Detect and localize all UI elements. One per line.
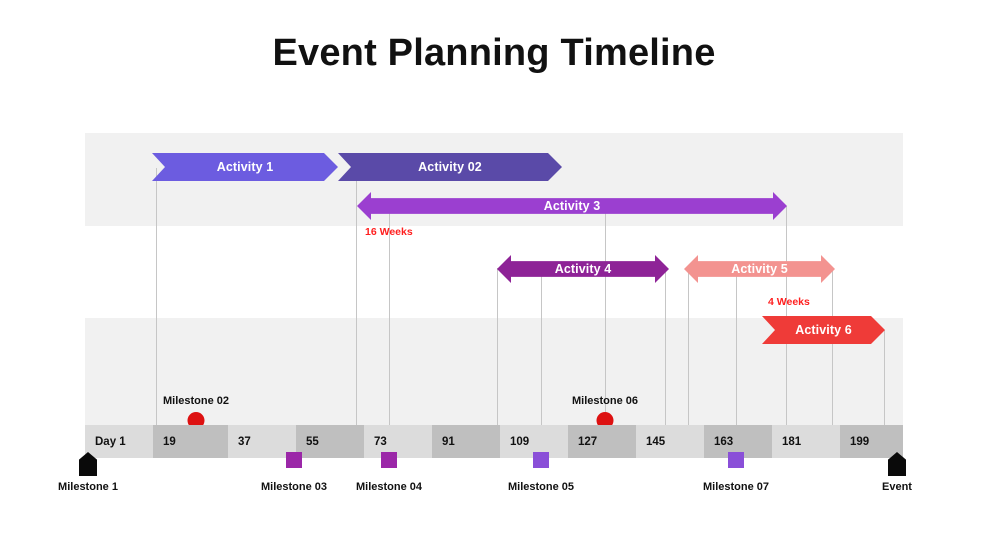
axis-tick-cell: 37 xyxy=(228,425,296,458)
connector-line xyxy=(541,268,542,428)
axis-tick-cell: 55 xyxy=(296,425,364,458)
duration-label: 16 Weeks xyxy=(365,226,413,238)
connector-line xyxy=(156,168,157,428)
milestone-square-icon[interactable] xyxy=(728,452,744,468)
connector-line xyxy=(736,268,737,428)
milestone-label: Milestone 02 xyxy=(162,395,230,407)
activity-bar[interactable]: Activity 4 xyxy=(497,255,669,283)
connector-line xyxy=(605,206,606,428)
milestone-label: Milestone 06 xyxy=(571,395,639,407)
activity-bar[interactable]: Activity 5 xyxy=(684,255,835,283)
milestone-circle-icon[interactable] xyxy=(596,412,614,429)
milestone-label: Milestone 1 xyxy=(58,481,118,493)
axis-tick-cell: 91 xyxy=(432,425,500,458)
milestone-label: Event xyxy=(882,481,912,493)
axis-tick-cell: 73 xyxy=(364,425,432,458)
milestone-circle-icon[interactable] xyxy=(187,412,205,429)
activity-band-lower xyxy=(85,318,903,425)
milestone-label: Milestone 03 xyxy=(260,481,328,493)
axis-tick-cell: 181 xyxy=(772,425,840,458)
milestone-square-icon[interactable] xyxy=(286,452,302,468)
axis-tick-cell: 199 xyxy=(840,425,903,458)
page-title: Event Planning Timeline xyxy=(272,32,716,74)
duration-label: 4 Weeks xyxy=(768,296,810,308)
milestone-label: Milestone 04 xyxy=(355,481,423,493)
milestone-square-icon[interactable] xyxy=(381,452,397,468)
milestone-pentagon-icon[interactable] xyxy=(79,452,97,476)
connector-line xyxy=(688,268,689,428)
activity-bar[interactable]: Activity 1 xyxy=(152,153,338,181)
connector-line xyxy=(497,268,498,428)
connector-line xyxy=(832,268,833,428)
activity-bar[interactable]: Activity 6 xyxy=(762,316,885,344)
connector-line xyxy=(389,206,390,428)
axis-tick-cell: 127 xyxy=(568,425,636,458)
milestone-label: Milestone 05 xyxy=(507,481,575,493)
milestone-label: Milestone 07 xyxy=(702,481,770,493)
connector-line xyxy=(665,268,666,428)
axis-tick-cell: Day 1 xyxy=(85,425,153,458)
activity-bar[interactable]: Activity 02 xyxy=(338,153,562,181)
connector-line xyxy=(356,168,357,428)
axis-tick-cell: 145 xyxy=(636,425,704,458)
connector-line xyxy=(884,330,885,428)
milestone-pentagon-icon[interactable] xyxy=(888,452,906,476)
axis-tick-cell: 19 xyxy=(153,425,228,458)
milestone-square-icon[interactable] xyxy=(533,452,549,468)
